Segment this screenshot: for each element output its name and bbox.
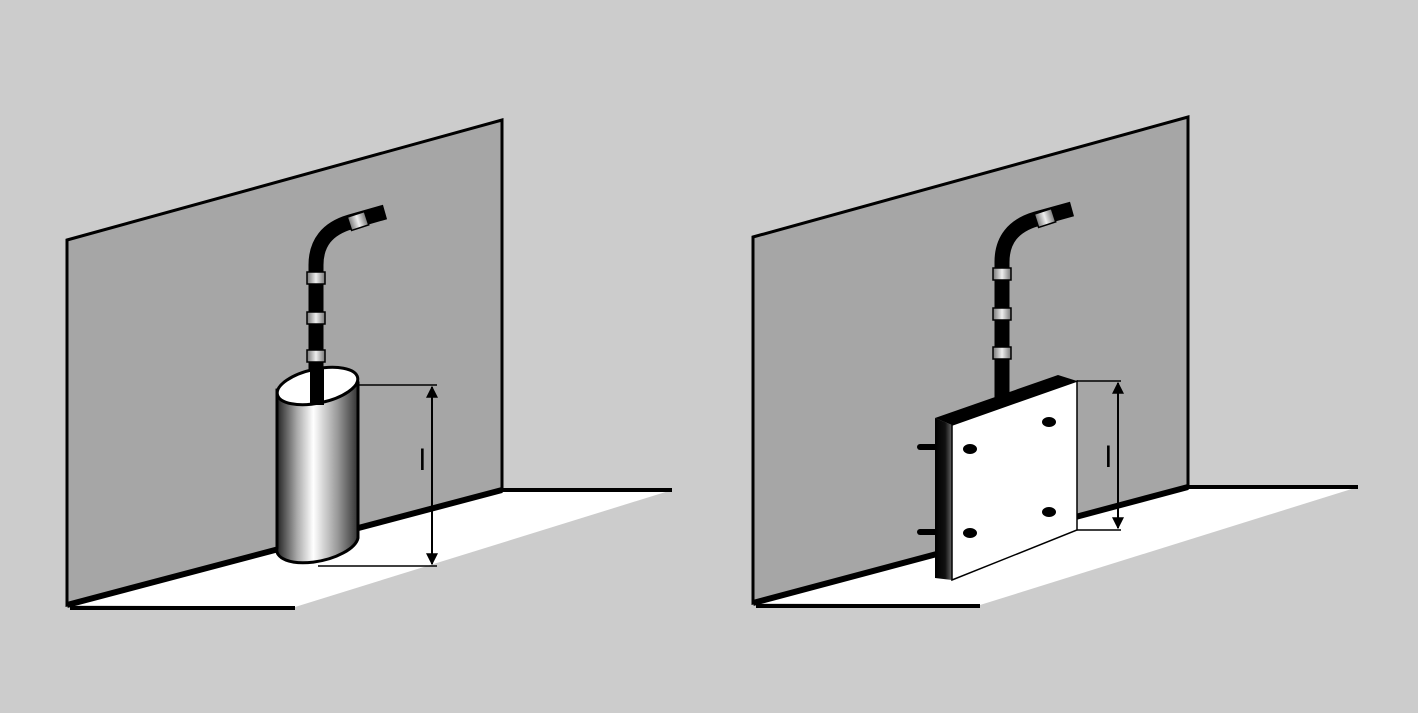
- panel-cylinder-guard: l: [65, 118, 672, 610]
- clamp: [306, 349, 326, 363]
- cylinder-guard: [275, 365, 360, 565]
- dimension-height: l: [1077, 380, 1124, 531]
- dimension-label: l: [1105, 441, 1112, 474]
- bolt: [963, 444, 977, 454]
- clamp: [306, 271, 326, 285]
- dimension-height: l: [318, 384, 438, 567]
- bolt: [963, 528, 977, 538]
- clamp: [992, 307, 1012, 321]
- clamp: [992, 346, 1012, 360]
- floor: [67, 490, 672, 607]
- clamp: [1033, 207, 1057, 229]
- clamp: [992, 267, 1012, 281]
- clamp: [346, 210, 370, 232]
- clamp: [306, 311, 326, 325]
- panel-plate-guard: l: [751, 115, 1358, 608]
- floor: [753, 487, 1358, 605]
- bolt: [1042, 417, 1056, 427]
- bolt: [1042, 507, 1056, 517]
- plate-guard: [917, 375, 1078, 582]
- dimension-label: l: [419, 444, 426, 477]
